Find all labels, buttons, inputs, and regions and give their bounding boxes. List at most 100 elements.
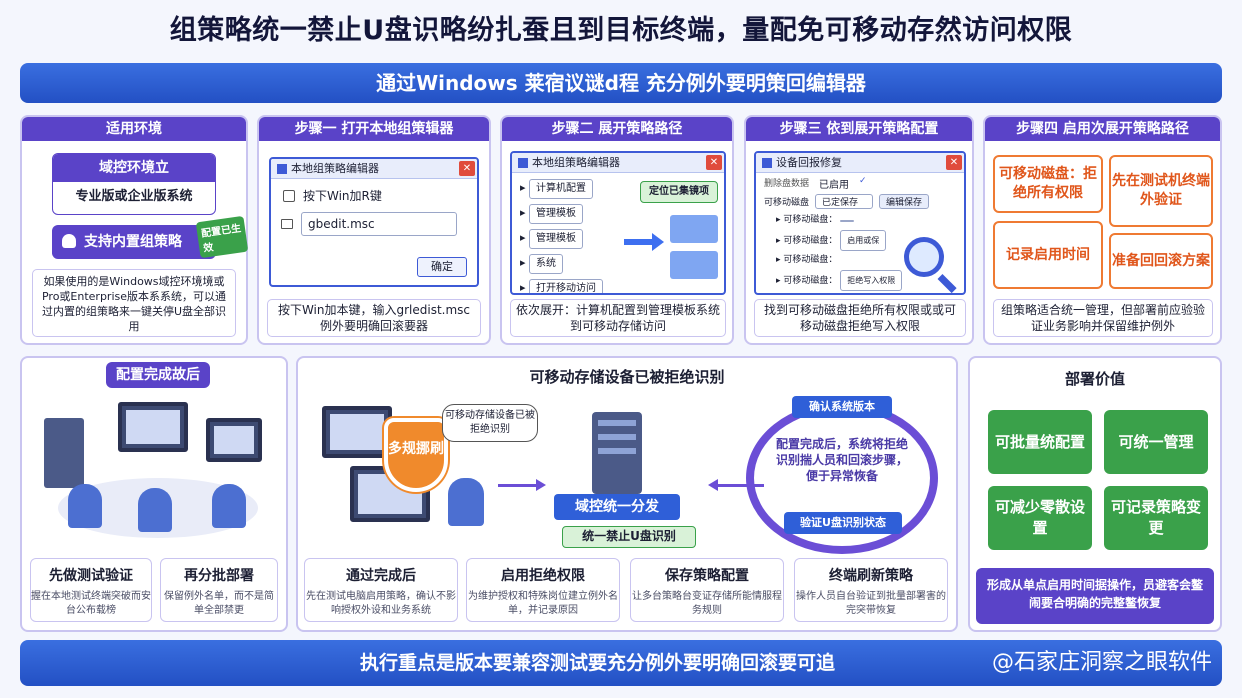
- step1-caption: 按下Win加本键，输入grledist.msc例外要明确回滚要器: [267, 299, 481, 337]
- value-batch: 可批量统配置: [988, 410, 1092, 474]
- step4-box-deny: 可移动磁盘：拒绝所有权限: [993, 155, 1103, 213]
- tip-card: 保存策略配置让多台策略台变证存储所能情服程务规则: [630, 558, 784, 622]
- speech-bubble: 可移动存储设备已被拒绝识别: [442, 404, 538, 442]
- tip-card: 再分批部署保留例外名单，而不是简单全部禁更: [160, 558, 278, 622]
- monitor-icon: [322, 406, 392, 458]
- after-card: 配置完成故后: [20, 356, 288, 632]
- policy-window-title: 设备回报修复: [776, 155, 842, 169]
- server-label: 域控统一分发: [554, 494, 680, 520]
- tip-title: 启用拒绝权限: [501, 568, 585, 584]
- step3-card: 步骤三 依到展开策略配置 设备回报修复 ✕ 删除盘数据已启用 ✓ 可移动磁盘 已定保…: [744, 115, 974, 345]
- tree-item[interactable]: ▸ 计算机配置: [520, 179, 616, 199]
- monitor-icon: [206, 418, 262, 462]
- footer-banner: 执行重点是版本要兼容测试要充分例外要明确回滚要可追 @石家庄洞察之眼软件: [20, 640, 1222, 686]
- policy-row[interactable]: ▸ 可移动磁盘：: [776, 255, 838, 265]
- tip-card: 启用拒绝权限为维护授权和特殊岗位建立例外名单，并记录原因: [466, 558, 620, 622]
- gpedit-window-title: 本地组策略编辑器: [532, 155, 620, 169]
- folder-icon: [670, 215, 718, 243]
- window-icon: [518, 157, 528, 168]
- watermark: @石家庄洞察之眼软件: [991, 650, 1212, 675]
- ok-button[interactable]: 确定: [417, 257, 467, 277]
- tip-card: 终端刷新策略操作人员自台验证到批量部署害的完突带恢复: [794, 558, 948, 622]
- monitor-icon: [118, 402, 188, 452]
- tip-card: 先做测试验证握在本地测试终端突破而安台公布载榜: [30, 558, 152, 622]
- check-icon: ✓: [859, 176, 867, 186]
- tip-card: 通过完成后先在测试电脑启用策略，确认不影响授权外设和业务系统: [304, 558, 458, 622]
- tree-item[interactable]: ▸ 系统: [520, 254, 616, 274]
- person-icon: [68, 484, 102, 528]
- policy-label: 删除盘数据: [764, 179, 810, 189]
- value-record: 可记录策略变更: [1104, 486, 1208, 550]
- env-box-domain: 域控环境立 专业版或企业版系统: [52, 153, 216, 215]
- folder-icon: [670, 251, 718, 279]
- enabled-option[interactable]: 已启用: [819, 180, 850, 191]
- tree-item[interactable]: ▸ 打开移动访问: [520, 279, 616, 293]
- callout-located: 定位已集镜项: [640, 181, 718, 203]
- cycle-top-label: 确认系统版本: [792, 396, 892, 418]
- page-title: 组策略统一禁止U盘识略纷扎蚕且到目标终端，量配免可移动存然访问权限: [169, 15, 1073, 46]
- policy-row-label: 可移动磁盘: [764, 198, 810, 208]
- person-icon: [138, 488, 172, 532]
- run-instruction-label: 按下Win加R键: [303, 189, 382, 203]
- env-box-gpo: 支持内置组策略: [52, 225, 216, 259]
- env-desc: 如果使用的是Windows域控环境境或Pro或Enterprise版本系系统，可…: [32, 269, 236, 337]
- value-header: 部署价值: [1064, 370, 1125, 388]
- tree-item[interactable]: ▸ 管理模板: [520, 204, 616, 224]
- office-illustration: [38, 398, 274, 548]
- policy-row[interactable]: ▸ 可移动磁盘： 启用或保: [776, 230, 956, 251]
- step4-box-rollback: 准备回回滚方案: [1109, 233, 1213, 289]
- tip-title: 终端刷新策略: [829, 568, 913, 584]
- server-icon: [44, 418, 84, 488]
- arrow-left-icon: [718, 484, 764, 487]
- green-label: 统一禁止U盘识别: [562, 526, 696, 548]
- policy-row[interactable]: ▸ 可移动磁盘： 拒绝写入权限: [776, 270, 956, 291]
- server-icon: [592, 412, 642, 494]
- tip-desc: 握在本地测试终端突破而安台公布载榜: [31, 591, 151, 616]
- run-instruction: 按下Win加R键: [271, 179, 477, 212]
- run-input[interactable]: gbedit.msc: [301, 212, 457, 236]
- run-dialog-title: 本地组策略编辑器: [291, 161, 379, 175]
- tree-item[interactable]: ▸ 管理模板: [520, 229, 616, 249]
- policy-row[interactable]: ▸ 可移动磁盘：: [776, 211, 956, 230]
- step2-header: 步骤二 展开策略路径: [502, 117, 732, 141]
- person-icon: [448, 478, 484, 526]
- user-icon: [62, 234, 76, 248]
- arrow-right-icon: [498, 484, 538, 487]
- cycle-bottom-label: 验证U盘识别状态: [784, 512, 902, 534]
- value-footer: 形成从单点启用时间据操作，员避客会鳌闹要合明确的完整鳌恢复: [976, 568, 1214, 624]
- close-icon[interactable]: ✕: [946, 155, 962, 170]
- env-header: 适用环境: [22, 117, 246, 141]
- magnifier-icon: [904, 237, 944, 277]
- value-card: 部署价值 可批量统配置 可统一管理 可减少零散设置 可记录策略变更 形成从单点启…: [968, 356, 1222, 632]
- policy-window: 设备回报修复 ✕ 删除盘数据已启用 ✓ 可移动磁盘 已定保存 编辑保存 ▸ 可移动磁…: [754, 151, 966, 295]
- env-box-gpo-label: 支持内置组策略: [84, 234, 182, 250]
- policy-value[interactable]: 已定保存: [815, 194, 874, 209]
- cycle-text: 配置完成后，系统将拒绝识别揣人员和回滚步骤，便于异常恢备: [775, 437, 908, 483]
- close-icon[interactable]: ✕: [459, 161, 475, 176]
- env-card: 适用环境 域控环境立 专业版或企业版系统 支持内置组策略 配置已生效 如果使用的…: [20, 115, 249, 345]
- edit-button[interactable]: 编辑保存: [879, 194, 930, 209]
- tip-desc: 让多台策略台变证存储所能情服程务规则: [632, 591, 782, 616]
- step2-card: 步骤二 展开策略路径 本地组策略编辑器 ✕ ▸ 计算机配置 ▸ 管理模板 ▸ 管理…: [500, 115, 734, 345]
- step4-box-test: 先在测试机终端外验证: [1109, 155, 1213, 227]
- tip-desc: 为维护授权和特殊岗位建立例外名单，并记录原因: [468, 591, 618, 616]
- step1-header: 步骤一 打开本地组策辑器: [259, 117, 489, 141]
- env-box-domain-title: 域控环境立: [53, 154, 215, 182]
- person-icon: [212, 484, 246, 528]
- step4-caption: 组策略适合统一管理，但部署前应验验证业务影响并保留维护例外: [993, 299, 1213, 337]
- window-icon: [277, 163, 287, 174]
- run-icon: [283, 189, 295, 202]
- close-icon[interactable]: ✕: [706, 155, 722, 170]
- subtitle-banner: 通过Windows 莱宿议谜d程 充分例外要明策回编辑器: [20, 63, 1222, 103]
- footer-text: 执行重点是版本要兼容测试要充分例外要明确回滚要可追: [360, 652, 836, 674]
- tip-title: 再分批部署: [184, 568, 254, 584]
- env-tag: 配置已生效: [195, 215, 249, 259]
- step1-card: 步骤一 打开本地组策辑器 本地组策略编辑器 ✕ 按下Win加R键 gbedit.m…: [257, 115, 491, 345]
- step3-header: 步骤三 依到展开策略配置: [746, 117, 972, 141]
- after-header: 配置完成故后: [106, 362, 210, 388]
- env-box-domain-sub: 专业版或企业版系统: [75, 189, 193, 204]
- step2-caption: 依次展开：计算机配置到管理模板系统到可移动存储访问: [510, 299, 726, 337]
- run-dialog: 本地组策略编辑器 ✕ 按下Win加R键 gbedit.msc 确定: [269, 157, 479, 287]
- value-unified: 可统一管理: [1104, 410, 1208, 474]
- step4-card: 步骤四 启用次展开策略路径 可移动磁盘：拒绝所有权限 先在测试机终端外验证 记录…: [983, 115, 1222, 345]
